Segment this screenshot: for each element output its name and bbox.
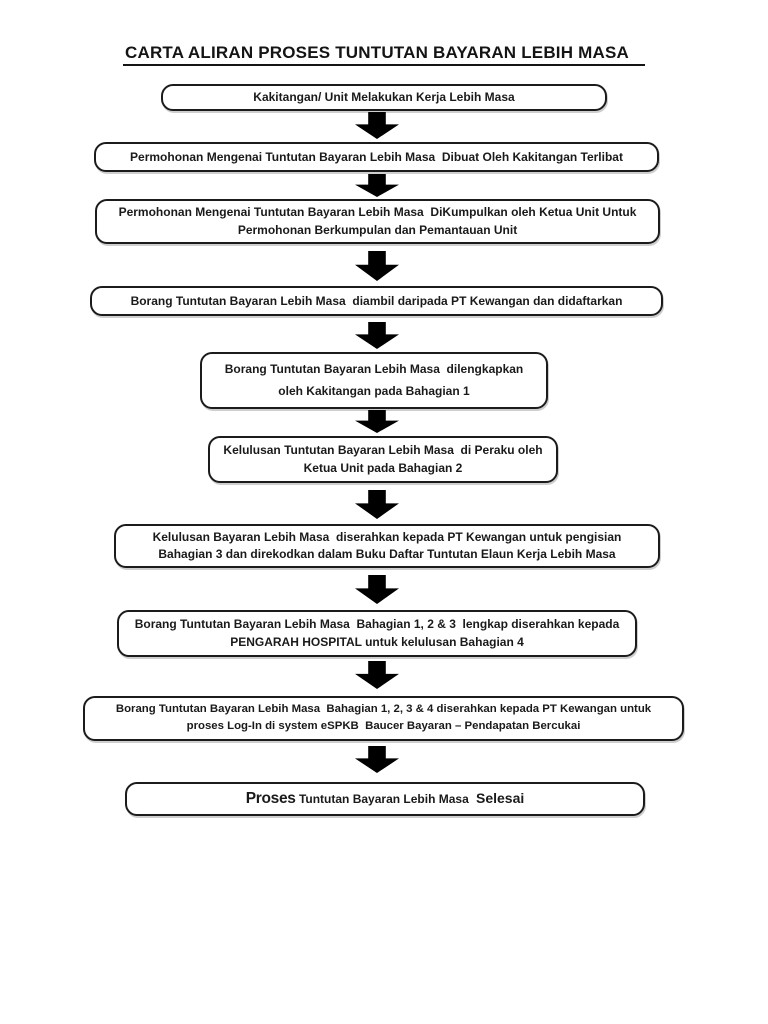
down-arrow-icon [355,251,399,281]
flow-step-text: Borang Tuntutan Bayaran Lebih Masa Bahag… [134,616,620,631]
down-arrow-icon [355,410,399,433]
flow-step-2: Permohonan Mengenai Tuntutan Bayaran Leb… [94,142,659,172]
flow-step-4: Borang Tuntutan Bayaran Lebih Masa diamb… [90,286,663,316]
down-arrow-icon [355,112,399,139]
flow-step-text: Kakitangan/ Unit Melakukan Kerja Lebih M… [253,90,515,105]
flow-step-1: Kakitangan/ Unit Melakukan Kerja Lebih M… [161,84,607,111]
flow-step-text: Permohonan Mengenai Tuntutan Bayaran Leb… [130,149,623,164]
flow-step-text-part: Proses [245,789,296,807]
flow-step-5: Borang Tuntutan Bayaran Lebih Masa dilen… [200,352,548,409]
flow-step-text: oleh Kakitangan pada Bahagian 1 [278,384,470,399]
title-row: CARTA ALIRAN PROSES TUNTUTAN BAYARAN LEB… [0,43,768,66]
down-arrow-icon [355,322,399,349]
down-arrow-icon [355,746,399,773]
flow-step-10: Proses Tuntutan Bayaran Lebih Masa Seles… [125,782,645,816]
flow-step-text: Kelulusan Bayaran Lebih Masa diserahkan … [152,529,622,544]
flow-step-9: Borang Tuntutan Bayaran Lebih Masa Bahag… [83,696,684,741]
flow-step-text: proses Log-In di system eSPKB Baucer Bay… [186,720,581,733]
flow-step-text: Bahagian 3 dan direkodkan dalam Buku Daf… [158,547,616,562]
down-arrow-icon [355,575,399,604]
flow-step-8: Borang Tuntutan Bayaran Lebih Masa Bahag… [117,610,637,657]
flow-step-text: PENGARAH HOSPITAL untuk kelulusan Bahagi… [230,635,524,650]
flow-step-7: Kelulusan Bayaran Lebih Masa diserahkan … [114,524,660,568]
flow-step-text-part: Selesai [472,789,525,806]
flow-step-text: Proses Tuntutan Bayaran Lebih Masa Seles… [245,789,525,807]
flow-step-text: Permohonan Berkumpulan dan Pemantauan Un… [237,223,518,238]
flow-step-6: Kelulusan Tuntutan Bayaran Lebih Masa di… [208,436,558,483]
flow-step-3: Permohonan Mengenai Tuntutan Bayaran Leb… [95,199,660,244]
flow-step-text: Borang Tuntutan Bayaran Lebih Masa Bahag… [115,702,652,715]
down-arrow-icon [355,174,399,197]
flow-step-text: Kelulusan Tuntutan Bayaran Lebih Masa di… [223,442,543,457]
flow-step-text: Permohonan Mengenai Tuntutan Bayaran Leb… [118,205,637,220]
flow-step-text-part: Tuntutan Bayaran Lebih Masa [295,791,473,806]
down-arrow-icon [355,661,399,689]
page-title: CARTA ALIRAN PROSES TUNTUTAN BAYARAN LEB… [123,43,645,66]
flow-step-text: Ketua Unit pada Bahagian 2 [303,461,463,476]
flow-step-text: Borang Tuntutan Bayaran Lebih Masa dilen… [224,362,524,377]
flow-step-text: Borang Tuntutan Bayaran Lebih Masa diamb… [130,293,623,308]
down-arrow-icon [355,490,399,519]
